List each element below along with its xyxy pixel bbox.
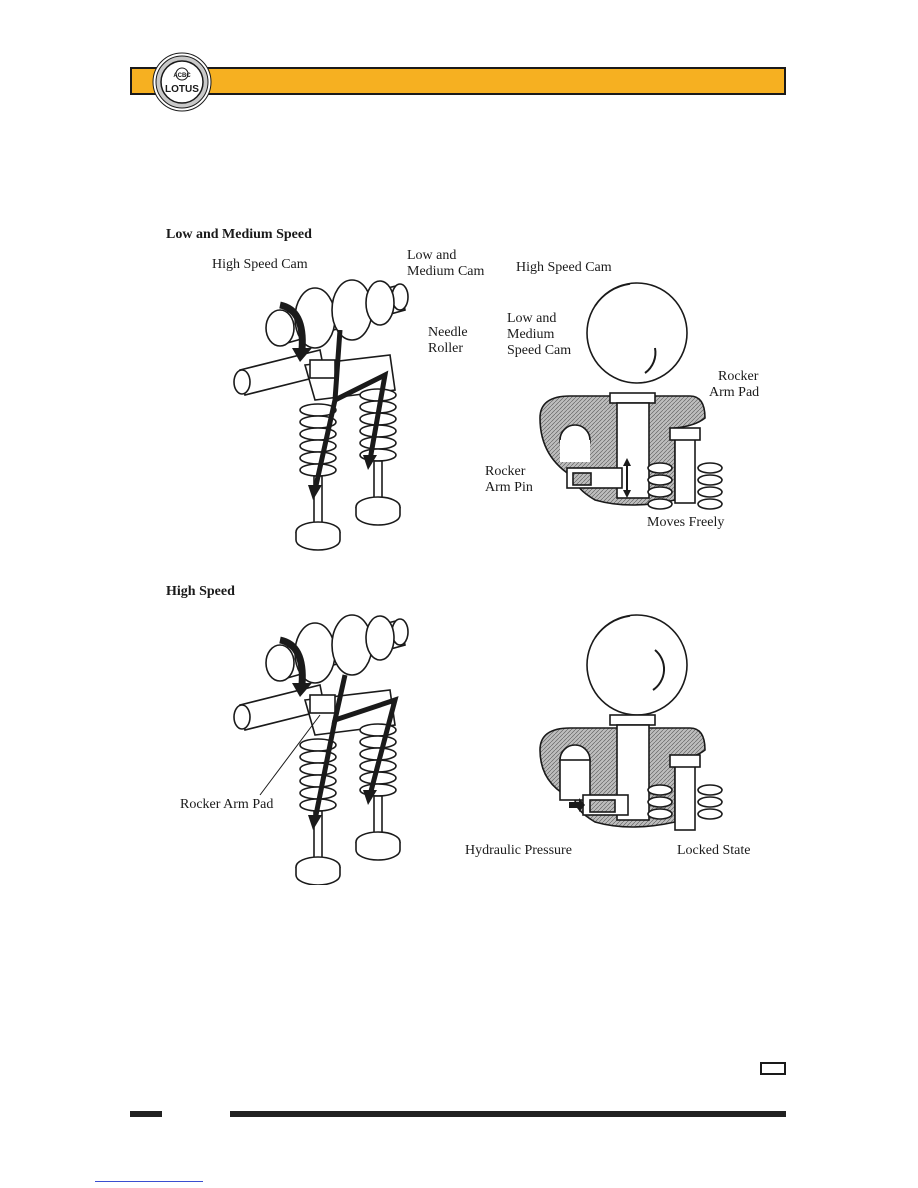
label-right-high-speed-cam: High Speed Cam bbox=[516, 260, 612, 275]
bottom-link-underline[interactable] bbox=[95, 1181, 203, 1182]
label-needle-roller-2: Roller bbox=[428, 341, 463, 356]
page-number-box bbox=[760, 1062, 786, 1075]
rocker-section-figure-low-medium bbox=[539, 282, 723, 510]
footer-rule-long bbox=[230, 1111, 786, 1117]
label-rocker-arm-pin-1: Rocker bbox=[485, 464, 526, 479]
rocker-assembly-figure-high bbox=[233, 614, 409, 885]
header-bar bbox=[130, 67, 786, 95]
label-low-medium-speed-cam-3: Speed Cam bbox=[507, 343, 572, 358]
lotus-logo-icon: ACBC LOTUS bbox=[152, 52, 212, 112]
section-title-low-medium: Low and Medium Speed bbox=[166, 227, 312, 242]
rocker-assembly-figure-low-medium bbox=[233, 279, 409, 551]
label-rocker-arm-pin-2: Arm Pin bbox=[485, 480, 533, 495]
label-low-medium-cam-2: Medium Cam bbox=[407, 264, 485, 279]
footer-rule-short bbox=[130, 1111, 162, 1117]
label-needle-roller-1: Needle bbox=[428, 325, 468, 340]
label-rocker-arm-pad-2: Arm Pad bbox=[709, 385, 760, 400]
label-low-medium-speed-cam-1: Low and bbox=[507, 311, 557, 326]
label-moves-freely: Moves Freely bbox=[647, 515, 725, 530]
section-title-high: High Speed bbox=[166, 584, 235, 599]
label-low-medium-speed-cam-2: Medium bbox=[507, 327, 555, 342]
logo-text: LOTUS bbox=[165, 84, 199, 95]
label-hydraulic-pressure: Hydraulic Pressure bbox=[465, 843, 572, 858]
label-high-speed-cam: High Speed Cam bbox=[212, 257, 308, 272]
label-locked-state: Locked State bbox=[677, 843, 751, 858]
label-high-rocker-arm-pad: Rocker Arm Pad bbox=[180, 797, 274, 812]
label-rocker-arm-pad-1: Rocker bbox=[718, 369, 759, 384]
logo-monogram: ACBC bbox=[173, 73, 191, 79]
rocker-section-figure-high bbox=[539, 614, 723, 831]
label-low-medium-cam-1: Low and bbox=[407, 248, 457, 263]
